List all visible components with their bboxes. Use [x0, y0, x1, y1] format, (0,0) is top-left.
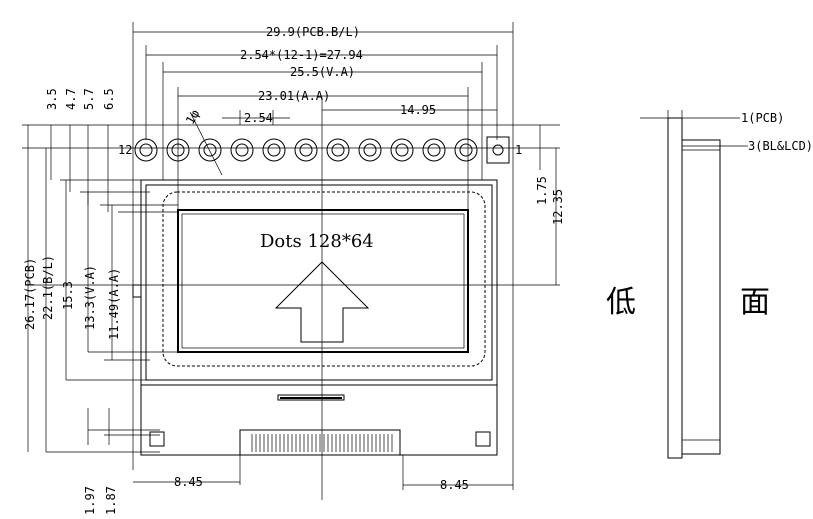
active-area-inner	[181, 213, 465, 349]
pin-1-label: 1	[515, 143, 522, 157]
reference-lines	[22, 124, 560, 453]
pin-pad	[230, 138, 254, 162]
backlight-outline	[145, 184, 493, 381]
side-pcb	[667, 117, 683, 459]
pin-pad	[198, 138, 222, 162]
pin-1-hole	[492, 144, 504, 156]
dots-label: Dots 128*64	[260, 231, 374, 252]
dim-15-3: 15.3	[61, 281, 75, 310]
pin-pad	[326, 138, 350, 162]
dim-3-5: 3.5	[45, 88, 59, 110]
side-bl-lcd	[681, 139, 721, 455]
dim-6-5: 6.5	[102, 88, 116, 110]
mount-lug-left	[149, 431, 165, 447]
side-label-side: 面	[740, 285, 770, 320]
dim-4-7: 4.7	[64, 88, 78, 110]
dim-offset: 14.95	[400, 103, 436, 117]
bottom-dimensions: 8.45 8.45 1.97 1.87	[83, 408, 513, 515]
mount-lug-right	[475, 431, 491, 447]
dim-aa-width: 23.01(A.A)	[258, 89, 330, 103]
connector-slot	[277, 394, 345, 401]
dim-pitch: 2.54	[244, 111, 273, 125]
pin-row: 12 1	[118, 136, 522, 164]
pin-pad	[294, 138, 318, 162]
pin-pad	[166, 138, 190, 162]
dim-1-75: 1.75	[535, 176, 549, 205]
dim-pcb-height: 26.17(PCB)	[23, 258, 37, 330]
fpc-tail	[239, 429, 401, 456]
pin-pad	[390, 138, 414, 162]
side-label-bottom: 低	[606, 285, 636, 320]
dim-12-35: 12.35	[551, 189, 565, 225]
dim-hole: 1φ	[183, 107, 202, 127]
dim-aa-height: 11.49(A.A)	[107, 268, 121, 340]
pin-12-label: 12	[118, 143, 132, 157]
active-area	[177, 209, 469, 353]
dim-bl-height: 22.1(B/L)	[41, 255, 55, 320]
pin-pad	[422, 138, 446, 162]
dim-va-width: 25.5(V.A)	[290, 65, 355, 79]
pcb-outline	[140, 179, 498, 456]
up-arrow-icon	[274, 261, 370, 343]
dim-pcb-width: 29.9(PCB.B/L)	[266, 25, 360, 39]
dim-8-45-left: 8.45	[174, 475, 203, 489]
pin-pad	[134, 138, 158, 162]
dim-5-7: 5.7	[82, 88, 96, 110]
pin-pad	[262, 138, 286, 162]
pin-1-square-pad	[486, 136, 510, 164]
viewing-area	[162, 191, 486, 367]
top-dimensions: 29.9(PCB.B/L) 2.54*(12-1)=27.94 25.5(V.A…	[132, 22, 514, 500]
dim-8-45-right: 8.45	[440, 478, 469, 492]
dim-1-97: 1.97	[83, 486, 97, 515]
left-dimensions: 3.5 4.7 5.7 6.5 26.17(PCB) 22.1(B/L) 15.…	[23, 88, 121, 452]
module-body: Dots 128*64	[132, 179, 498, 456]
side-dim-pcb: 1(PCB)	[741, 111, 784, 125]
right-dimensions: 1.75 12.35	[535, 125, 565, 285]
dim-va-height: 13.3(V.A)	[83, 265, 97, 330]
side-tab	[132, 284, 142, 298]
side-view: 1(PCB) 3(BL&LCD) 低 面	[606, 110, 813, 459]
pin-pad	[454, 138, 478, 162]
dim-1-87: 1.87	[104, 486, 118, 515]
dim-pin-span: 2.54*(12-1)=27.94	[240, 48, 363, 62]
side-dim-bl-lcd: 3(BL&LCD)	[748, 139, 813, 153]
pin-pad	[358, 138, 382, 162]
